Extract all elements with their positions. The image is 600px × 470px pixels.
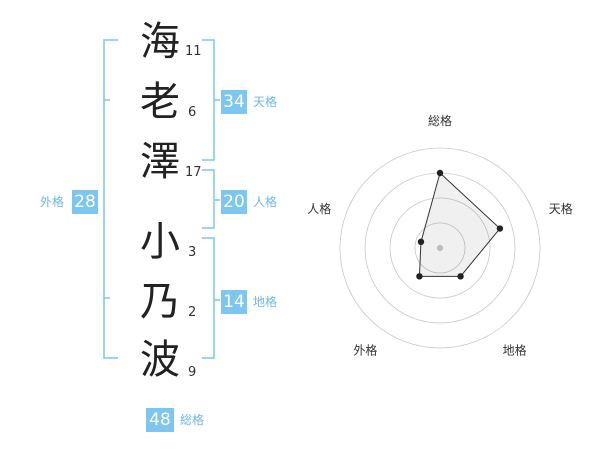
gaikaku-value: 28 (72, 190, 98, 214)
name-char-6: 波 (140, 337, 180, 383)
name-char-1: 海 (140, 19, 180, 65)
chikaku-bracket (202, 237, 220, 359)
chikaku-value: 14 (221, 290, 247, 314)
name-char-2: 老 (140, 79, 180, 125)
radar-ring-4 (339, 147, 541, 349)
radar-point-4 (416, 273, 423, 280)
chikaku-label: 地格 (253, 295, 278, 309)
stroke-count-3: 17 (185, 165, 202, 180)
tenkaku-label: 天格 (253, 95, 278, 109)
stroke-count-2: 6 (188, 105, 197, 120)
jinkaku-value: 20 (221, 190, 247, 214)
radar-axis-label-4: 外格 (353, 343, 377, 358)
radar-point-5 (417, 238, 425, 246)
radar-point-2 (496, 225, 504, 232)
tenkaku-bracket (202, 39, 220, 161)
radar-point-3 (457, 273, 464, 280)
radar-area (418, 172, 501, 277)
radar-ring-1 (414, 222, 466, 274)
gaikaku-label: 外格 (40, 195, 65, 209)
jinkaku-bracket (202, 169, 220, 229)
radar-axis-label-3: 地格 (503, 343, 527, 358)
radar-axis-label-1: 総格 (428, 113, 452, 128)
radar-ring-2 (389, 197, 491, 299)
name-char-4: 小 (140, 219, 180, 265)
name-char-3: 澤 (140, 139, 180, 185)
stroke-count-4: 3 (188, 245, 197, 260)
soukaku-value: 48 (146, 408, 174, 432)
tenkaku-value: 34 (221, 90, 247, 114)
radar-point-1 (436, 169, 444, 177)
stroke-count-1: 11 (185, 44, 202, 59)
stroke-count-6: 9 (188, 365, 197, 380)
stroke-count-5: 2 (188, 305, 197, 320)
radar-axis-label-2: 天格 (549, 201, 573, 216)
jinkaku-label: 人格 (253, 195, 278, 209)
gaikaku-bracket (103, 39, 118, 359)
radar-center-dot (437, 245, 443, 251)
soukaku-label: 総格 (180, 413, 205, 427)
name-char-5: 乃 (140, 279, 180, 325)
radar-axis-label-5: 人格 (307, 201, 331, 216)
